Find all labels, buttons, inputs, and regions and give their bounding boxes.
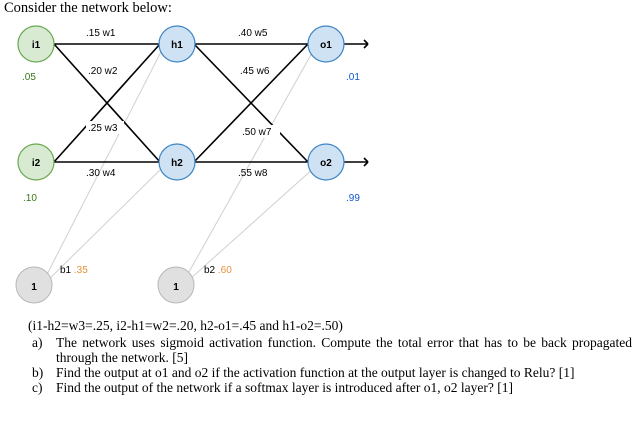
weight-label-w7: .50 w7 (242, 127, 272, 138)
intro-text: Consider the network below: (4, 0, 172, 16)
edge-b2-o1 (179, 43, 318, 289)
weight-label-w2: .20 w2 (88, 66, 118, 77)
weight-label-w4: .30 w4 (86, 168, 116, 179)
node-o1: o1 (307, 25, 345, 63)
node-bias2-label: 1 (173, 282, 179, 293)
node-h2-label: h2 (171, 158, 183, 169)
node-h2: h2 (158, 143, 196, 181)
node-o1-label: o1 (320, 40, 332, 51)
bias-b1-name: b1 (60, 265, 72, 276)
node-i1-label: i1 (32, 40, 41, 51)
value-o1: .01 (346, 72, 360, 83)
question-b-marker: b) (32, 365, 44, 380)
value-o2: .99 (346, 193, 360, 204)
question-c: c) Find the output of the network if a s… (28, 380, 632, 395)
node-bias1: 1 (15, 266, 53, 304)
weight-label-w3: .25 w3 (88, 123, 118, 134)
question-b-text: Find the output at o1 and o2 if the acti… (56, 365, 575, 380)
edge-h2-o1 (193, 43, 309, 163)
neural-network-diagram: .15 w1 .20 w2 .25 w3 .30 w4 .40 w5 .45 w… (15, 25, 369, 304)
question-list: a) The network uses sigmoid activation f… (28, 335, 632, 395)
weight-label-w6: .45 w6 (240, 66, 270, 77)
bias-b1-label: b1 .35 (60, 265, 88, 276)
question-c-marker: c) (32, 380, 43, 395)
node-i2: i2 (17, 143, 55, 181)
node-h1: h1 (158, 25, 196, 63)
edge-b1-h1 (39, 43, 166, 289)
bias-b1-value: .35 (74, 265, 88, 276)
question-a: a) The network uses sigmoid activation f… (28, 335, 632, 365)
question-a-marker: a) (32, 335, 43, 350)
question-a-text: The network uses sigmoid activation func… (56, 335, 632, 365)
bias-b2-label: b2 .60 (204, 265, 232, 276)
edge-i2-h1 (53, 43, 161, 163)
edge-b1-h2 (39, 166, 164, 289)
bias-b2-name: b2 (204, 265, 216, 276)
node-i2-label: i2 (32, 158, 41, 169)
node-bias2: 1 (157, 266, 195, 304)
node-h1-label: h1 (171, 40, 183, 51)
weight-label-w5: .40 w5 (238, 28, 268, 39)
weight-labels: .15 w1 .20 w2 .25 w3 .30 w4 .40 w5 .45 w… (86, 28, 280, 179)
question-b: b) Find the output at o1 and o2 if the a… (28, 365, 632, 380)
node-bias1-label: 1 (31, 282, 37, 293)
weight-label-w1: .15 w1 (86, 28, 116, 39)
bias-b2-value: .60 (218, 265, 232, 276)
node-i1: i1 (17, 25, 55, 63)
value-i2: .10 (23, 193, 37, 204)
node-o2: o2 (307, 143, 345, 181)
weight-label-w8: .55 w8 (238, 168, 268, 179)
node-o2-label: o2 (320, 158, 332, 169)
weight-edges (53, 43, 368, 163)
bias-edges (39, 43, 318, 289)
question-c-text: Find the output of the network if a soft… (56, 380, 513, 395)
value-i1: .05 (22, 72, 36, 83)
weight-note: (i1-h2=w3=.25, i2-h1=w2=.20, h2-o1=.45 a… (28, 318, 343, 333)
edge-b2-o2 (179, 166, 316, 289)
